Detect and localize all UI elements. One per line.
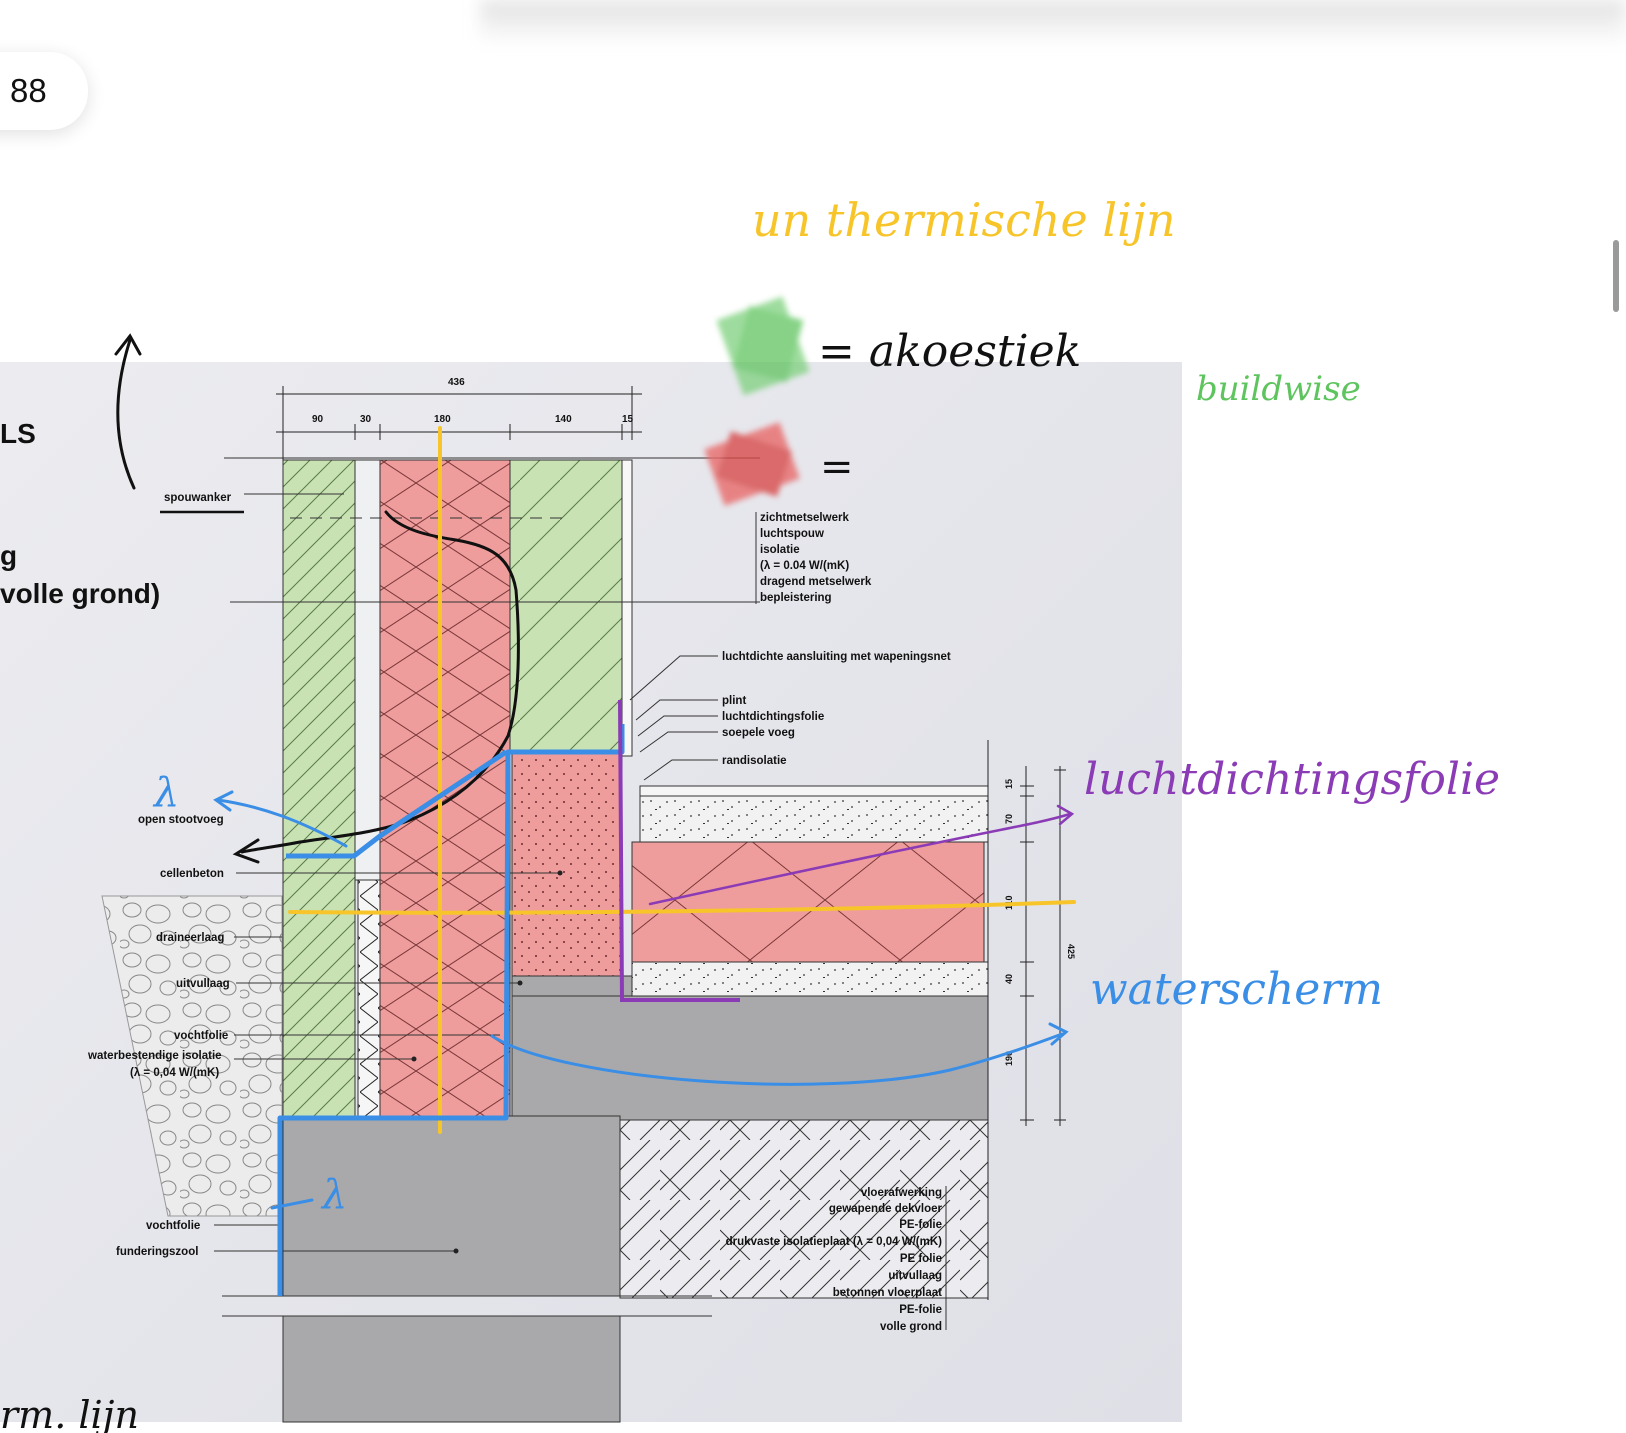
label-vochtfolie-2: vochtfolie [146,1220,200,1232]
annotation-lambda-top: λ [152,770,179,816]
page-number-badge[interactable]: 88 [0,52,88,130]
wall-layers [282,459,633,1117]
yellow-thermal-line-horizontal [288,900,1076,915]
annotation-thermal-line: un thermische lijn [752,193,1176,247]
purple-airtight-foil [618,699,740,1002]
floor-label-2: gewapende dekvloer [829,1203,943,1215]
blue-waterscherm-leader [490,1032,1064,1086]
annotation-buildwise: buildwise [1196,369,1361,409]
black-arrow-head [114,333,142,356]
wall-insulation [379,459,511,1117]
label-luchtdichtingsfolie: luchtdichtingsfolie [722,711,824,723]
dim-total: 436 [448,377,465,388]
label-waterbestendige-isolatie-lambda: (λ = 0,04 W/(mK) [130,1067,219,1079]
label-waterbestendige-isolatie: waterbestendige isolatie [87,1050,222,1062]
floor-label-3: PE-folie [899,1219,942,1231]
screed-top [639,785,989,797]
outer-brick-leaf [282,459,356,1117]
slab-edge [511,975,633,997]
floor-label-6: uitvullaag [888,1270,942,1282]
label-cellenbeton: cellenbeton [160,868,224,880]
concrete-slab [511,995,989,1121]
wall-label-2: luchtspouw [760,528,824,540]
cavity [354,459,381,881]
label-open-stootvoeg: open stootvoeg [138,814,224,826]
bearing-masonry [509,459,623,753]
page-number: 88 [10,72,47,109]
heading-g: g [0,540,17,571]
foundation [222,1115,712,1423]
dim-right-2: 70 [1004,814,1014,824]
foundation-lower [282,1315,621,1423]
label-vochtfolie: vochtfolie [174,1030,228,1042]
top-blur-bar [480,0,1626,46]
floor-label-1: vloerafwerking [861,1187,942,1199]
dim-part-1: 90 [312,414,324,425]
dim-right-total: 425 [1066,944,1076,959]
scrollbar[interactable] [1613,240,1619,312]
blue-lambda-arrow-head [213,790,234,812]
left-labels: spouwanker open stootvoeg cellenbeton dr… [87,492,563,1258]
label-uitvullaag: uitvullaag [176,978,230,990]
red-swatch [704,422,800,506]
reinforced-screed [639,795,989,843]
blue-waterscreen-kink [286,749,508,859]
black-arrow-stroke [116,338,136,490]
wall-label-5: dragend metselwerk [760,576,872,588]
annotation-waterscherm: waterscherm [1090,964,1383,1015]
blue-lambda-arrow [216,798,348,848]
floor-layer-labels: vloerafwerking gewapende dekvloer PE-fol… [726,1186,947,1333]
levelling-layer [631,961,989,997]
wall-label-4: (λ = 0.04 W/(mK) [760,560,849,572]
cavity-zigzag-insulation [357,879,381,1117]
dim-part-3: 180 [434,414,451,425]
annotation-luchtdichtingsfolie: luchtdichtingsfolie [1084,754,1500,805]
purple-airtight-leader [648,812,1072,906]
annotation-red-legend: = [820,444,854,490]
wall-label-1: zichtmetselwerk [760,512,849,524]
purple-airtight-arrow-head [1056,804,1075,826]
dim-part-4: 140 [555,414,572,425]
blue-waterscherm-arrow-head [1048,1022,1069,1046]
foundation-footing [282,1115,621,1297]
floor-label-4: drukvaste isolatieplaat (λ = 0,04 W/(mK) [726,1236,943,1248]
label-randisolatie: randisolatie [722,755,787,767]
floor-label-5: PE folie [900,1253,942,1265]
floor-insulation [631,841,985,963]
floor-label-9: volle grond [880,1321,942,1333]
dim-part-5: 15 [622,414,634,425]
blue-lambda-tick [270,1198,314,1210]
green-swatch [716,296,810,396]
heading-volle-grond: volle grond) [0,578,160,609]
black-arrow-head-left [232,838,260,864]
annotation-bottom-left: rm. lijn [0,1393,139,1433]
soil-hatch [619,1119,989,1299]
annotation-lambda-bottom: λ [320,1172,347,1218]
dim-part-2: 30 [360,414,372,425]
label-soepele-voeg: soepele voeg [722,727,795,739]
floor-label-8: PE-folie [899,1304,942,1316]
label-draineerlaag: draineerlaag [156,932,224,944]
level-lines [224,457,760,603]
dim-right-5: 190 [1004,1051,1014,1066]
heading-ls: LS [0,418,36,449]
plaster-layer [621,459,633,757]
wall-label-3: isolatie [760,544,800,556]
label-spouwanker: spouwanker [164,492,232,504]
cellular-concrete-block [511,751,623,977]
floor-layers [511,785,989,1299]
dim-right-1: 15 [1004,779,1014,789]
label-plint: plint [722,695,746,707]
dimension-texts: 436 90 30 180 140 15 15 70 110 40 190 42… [312,377,1076,1066]
label-funderingszool: funderingszool [116,1246,198,1258]
dim-right-4: 40 [1004,974,1014,984]
annotation-green-legend: = akoestiek [818,326,1081,377]
black-freehand-contour [240,510,520,854]
floor-label-7: betonnen vloerplaat [833,1287,942,1299]
wall-label-6: bepleistering [760,592,832,604]
label-luchtdichte-aansluiting: luchtdichte aansluiting met wapeningsnet [722,651,951,663]
wall-layer-labels: zichtmetselwerk luchtspouw isolatie (λ =… [755,512,872,604]
mid-labels: luchtdichte aansluiting met wapeningsnet… [629,651,951,781]
